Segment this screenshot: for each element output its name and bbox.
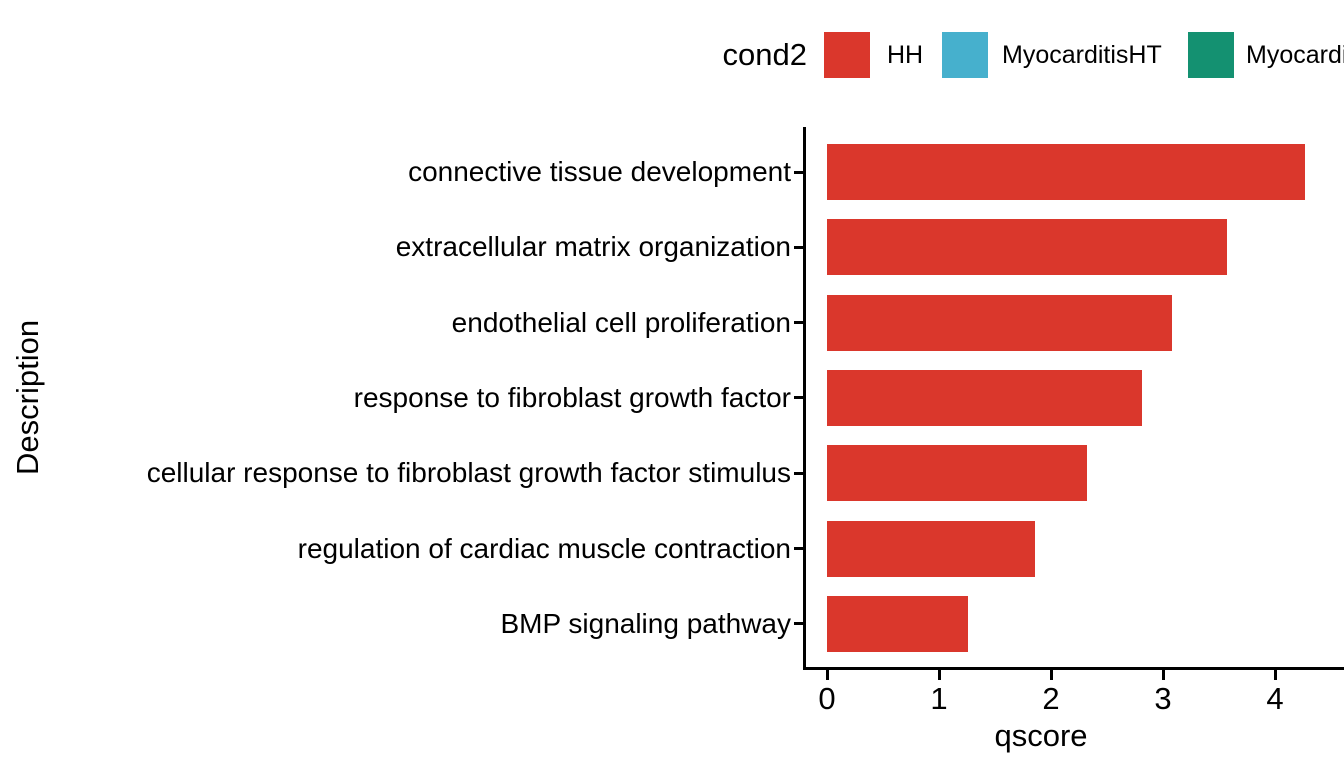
bar — [827, 369, 1142, 426]
category-label: BMP signaling pathway — [500, 607, 791, 639]
bar — [827, 144, 1306, 200]
legend-label-myocarditis-clipped: Myocardi — [1246, 41, 1344, 69]
x-tick-label: 1 — [930, 681, 948, 716]
x-tick-mark — [1273, 670, 1277, 680]
x-axis-line — [803, 667, 1344, 670]
category-label: endothelial cell proliferation — [451, 306, 791, 338]
x-tick-label: 3 — [1154, 681, 1172, 716]
bar — [827, 595, 969, 652]
legend-swatch-hh — [824, 32, 870, 78]
x-tick-mark — [825, 670, 829, 680]
x-tick-mark — [937, 670, 941, 680]
category-label: regulation of cardiac muscle contraction — [297, 532, 791, 564]
x-tick-label: 2 — [1042, 681, 1060, 716]
x-tick-mark — [1161, 670, 1165, 680]
bar — [827, 294, 1172, 351]
category-label: cellular response to fibroblast growth f… — [146, 457, 791, 489]
y-tick-mark — [794, 471, 805, 475]
x-tick-mark — [1049, 670, 1053, 680]
y-tick-mark — [794, 321, 805, 325]
legend-swatch-myocarditisht — [942, 32, 988, 78]
category-label: extracellular matrix organization — [395, 231, 791, 263]
bar — [827, 445, 1087, 502]
category-label: connective tissue development — [408, 156, 791, 187]
x-axis-title: qscore — [994, 718, 1088, 753]
legend-swatch-myocarditis-clipped — [1188, 32, 1234, 78]
legend-label-myocarditisht: MyocarditisHT — [1002, 41, 1162, 69]
legend: cond2 HH MyocarditisHT Myocardi — [0, 0, 1344, 110]
x-tick-label: 4 — [1266, 681, 1284, 716]
legend-label-hh: HH — [887, 41, 924, 69]
legend-title: cond2 — [722, 37, 807, 72]
y-tick-mark — [794, 622, 805, 626]
category-label: response to fibroblast growth factor — [353, 381, 791, 413]
y-axis-title: Description — [10, 319, 45, 476]
x-tick-label: 0 — [818, 681, 836, 716]
bar — [827, 219, 1227, 276]
y-tick-mark — [794, 170, 805, 174]
y-tick-mark — [794, 396, 805, 400]
bar — [827, 520, 1036, 577]
y-tick-mark — [794, 245, 805, 249]
y-tick-mark — [794, 547, 805, 551]
